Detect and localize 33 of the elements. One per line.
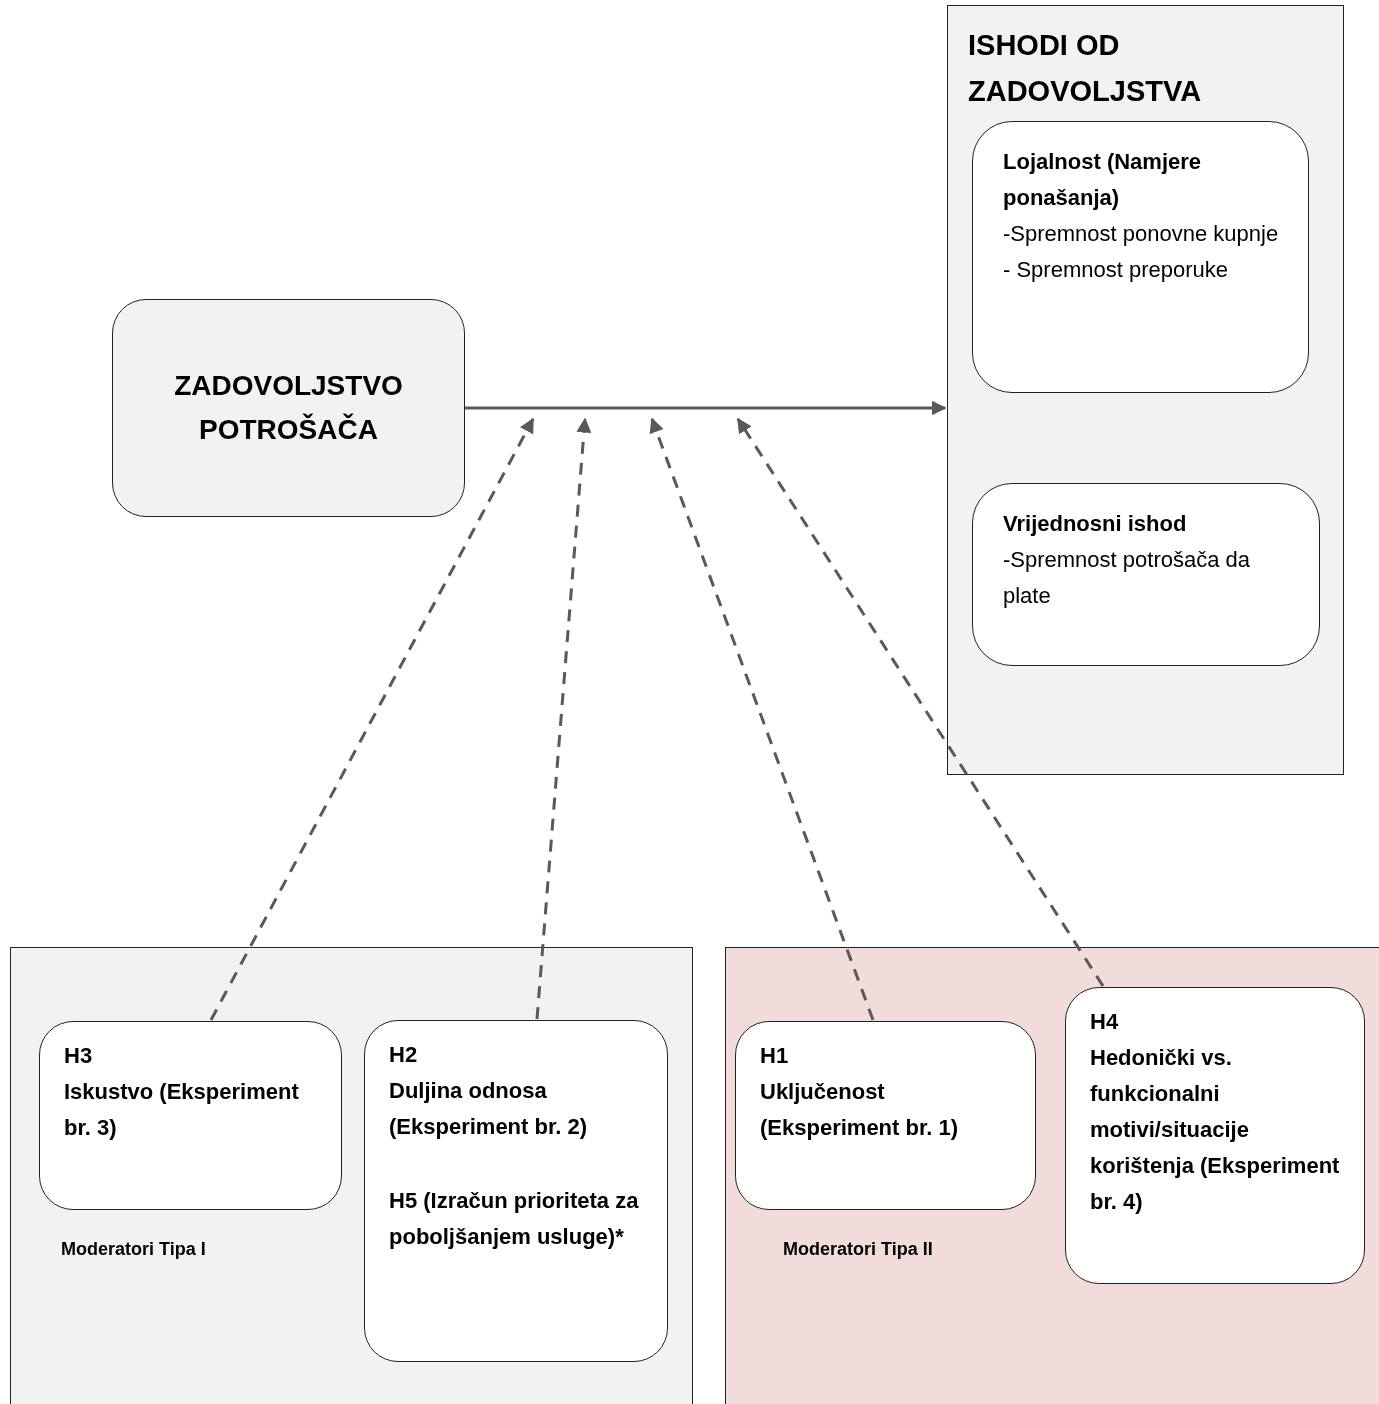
box-text: -Spremnost potrošača da plate [1003, 546, 1252, 610]
group-panel [947, 5, 1344, 775]
box-text: H4 [1090, 1008, 1120, 1036]
panel-heading: ISHODI OD ZADOVOLJSTVA [968, 28, 1203, 109]
rounded-box [972, 121, 1309, 393]
box-text: -Spremnost ponovne kupnje [1003, 220, 1280, 248]
dashed-arrow [535, 417, 592, 1020]
hypothesis-box [1065, 987, 1365, 1284]
dashed-arrow [209, 417, 535, 1021]
process-box [112, 299, 465, 517]
panel-label: Moderatori Tipa I [61, 1238, 206, 1261]
arrow [465, 400, 947, 416]
box-text: H5 (Izračun prioriteta za poboljšanjem usluge)* [389, 1187, 640, 1251]
box-text: Uključenost (Eksperiment br. 1) [760, 1078, 960, 1142]
group-panel [10, 947, 693, 1404]
box-text: H2 [389, 1041, 419, 1069]
dashed-arrow [649, 417, 875, 1021]
box-text: - Spremnost preporuke [1003, 256, 1229, 284]
box-text: H3 [64, 1042, 94, 1070]
box-heading: Vrijednosni ishod [1003, 510, 1188, 538]
hypothesis-box [39, 1021, 342, 1210]
box-text: Iskustvo (Eksperiment br. 3) [64, 1078, 300, 1142]
box-text: Hedonički vs. funkcionalni motivi/situacije korištenja (Eksperiment br. 4) [1090, 1044, 1341, 1216]
box-title: ZADOVOLJSTVO POTROŠAČA [173, 369, 404, 447]
hypothesis-box [735, 1021, 1036, 1210]
box-text: H1 [760, 1042, 790, 1070]
box-text: Duljina odnosa (Eksperiment br. 2) [389, 1077, 589, 1141]
group-panel [725, 947, 1379, 1404]
rounded-box [972, 483, 1320, 666]
hypothesis-box [364, 1020, 668, 1362]
dashed-arrow [736, 417, 1105, 987]
panel-label: Moderatori Tipa II [783, 1238, 933, 1261]
box-heading: Lojalnost (Namjere ponašanja) [1003, 148, 1203, 212]
